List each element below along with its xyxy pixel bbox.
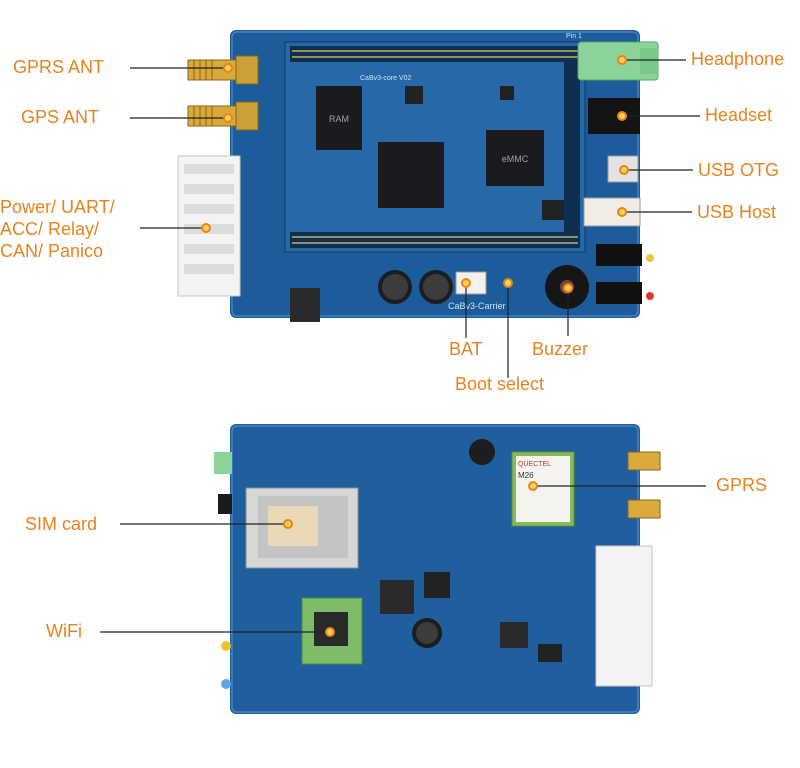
bottom-board: QUECTEL M26 bbox=[214, 424, 661, 714]
usb-host-label: USB Host bbox=[697, 202, 777, 222]
buzzer-label: Buzzer bbox=[532, 339, 589, 359]
emmc-silk: eMMC bbox=[502, 154, 529, 164]
top-board: RAM eMMC CaBv3-core V02 Pin 1 bbox=[177, 30, 659, 322]
header-pins-top bbox=[290, 46, 580, 62]
emmc-chip bbox=[486, 130, 544, 186]
carrier-silk: CaBv3-Carrier bbox=[448, 301, 506, 311]
gprs-label: GPRS bbox=[716, 475, 768, 495]
rear-sma-lower bbox=[627, 499, 661, 519]
header-pins-bottom bbox=[290, 232, 580, 248]
gps-ant-label: GPS ANT bbox=[21, 107, 100, 127]
module-brand-silk: QUECTEL bbox=[518, 461, 551, 468]
rear-sma-upper bbox=[627, 451, 661, 471]
boot-select-label: Boot select bbox=[455, 374, 545, 394]
cpu-chip bbox=[378, 142, 444, 208]
power-uart-label-line3: CAN/ Panico bbox=[0, 241, 104, 261]
pin1-silk: Pin 1 bbox=[566, 33, 582, 40]
wifi-label: WiFi bbox=[46, 621, 82, 641]
usb-otg-label: USB OTG bbox=[698, 160, 780, 180]
callout-lines bbox=[100, 59, 706, 633]
core-silk: CaBv3-core V02 bbox=[360, 75, 411, 82]
gprs-ant-label: GPRS ANT bbox=[13, 57, 105, 77]
ram-silk: RAM bbox=[329, 114, 349, 124]
gprs-sma-connector bbox=[187, 55, 259, 85]
sim-card-slot bbox=[245, 487, 359, 569]
power-uart-label-line2: ACC/ Relay/ bbox=[0, 219, 100, 239]
callout-dots bbox=[201, 55, 629, 637]
gprs-module: QUECTEL M26 bbox=[511, 451, 575, 527]
bat-label: BAT bbox=[449, 339, 483, 359]
headset-label: Headset bbox=[705, 105, 773, 125]
power-uart-label-line1: Power/ UART/ bbox=[0, 197, 115, 217]
headphone-label: Headphone bbox=[691, 49, 785, 69]
header-pins-right bbox=[564, 62, 580, 232]
sim-card-label: SIM card bbox=[25, 514, 98, 534]
module-model-silk: M26 bbox=[518, 471, 534, 480]
ram-chip bbox=[316, 86, 362, 150]
gps-sma-connector bbox=[187, 101, 259, 131]
power-uart-label: Power/ UART/ ACC/ Relay/ CAN/ Panico bbox=[0, 196, 115, 262]
